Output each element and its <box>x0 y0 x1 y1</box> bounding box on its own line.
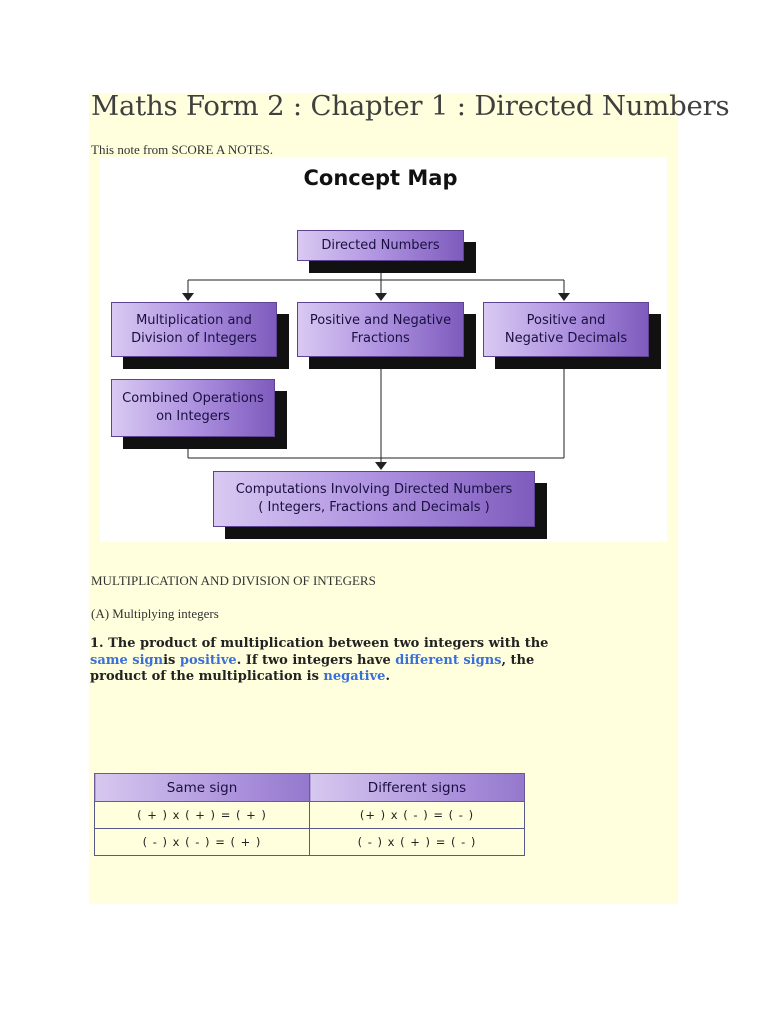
page-title: Maths Form 2 : Chapter 1 : Directed Numb… <box>91 90 730 122</box>
highlight-negative: negative <box>323 669 386 684</box>
table-cell: ( - ) x ( - ) = ( + ) <box>94 828 310 856</box>
arrowhead-computations <box>375 462 387 470</box>
node-positive-negative-decimals-label: Positive and Negative Decimals <box>504 312 628 346</box>
rule-text-part-2: is <box>163 652 180 668</box>
source-note: This note from SCORE A NOTES. <box>91 142 274 157</box>
table-cell: ( - ) x ( + ) = ( - ) <box>309 828 525 856</box>
multiplication-rule-text: 1. The product of multiplication between… <box>90 636 590 686</box>
highlight-different-signs: different signs <box>395 652 502 668</box>
node-combined-operations: Combined Operations on Integers <box>111 379 275 437</box>
node-multiplication-division-label: Multiplication and Division of Integers <box>131 312 257 346</box>
node-positive-negative-fractions: Positive and Negative Fractions <box>297 302 464 357</box>
arrowhead-multiplication <box>182 293 194 301</box>
subheading-multiplying-integers: (A) Multiplying integers <box>91 606 219 621</box>
node-computations: Computations Involving Directed Numbers … <box>213 471 535 527</box>
table-cell: (+ ) x ( - ) = ( - ) <box>309 801 525 829</box>
table-row: ( + ) x ( + ) = ( + ) (+ ) x ( - ) = ( -… <box>94 801 525 829</box>
section-heading: MULTIPLICATION AND DIVISION OF INTEGERS <box>91 573 376 588</box>
node-combined-operations-label: Combined Operations on Integers <box>122 391 264 424</box>
concept-map: Concept Map Directed Numbers Multiplicat… <box>100 157 667 542</box>
highlight-same-sign: same sign <box>90 652 164 668</box>
node-positive-negative-decimals: Positive and Negative Decimals <box>483 302 649 357</box>
column-header-same-sign: Same sign <box>94 773 310 802</box>
node-directed-numbers: Directed Numbers <box>297 230 464 261</box>
concept-map-title: Concept Map <box>303 166 458 190</box>
node-multiplication-division: Multiplication and Division of Integers <box>111 302 277 357</box>
sign-rules-table: Same sign Different signs ( + ) x ( + ) … <box>94 773 525 856</box>
arrowhead-decimals <box>558 293 570 301</box>
table-row: ( - ) x ( - ) = ( + ) ( - ) x ( + ) = ( … <box>94 828 525 856</box>
arrowhead-fractions <box>375 293 387 301</box>
rule-text-part-3: . If two integers have <box>236 652 396 668</box>
rule-text-part-1: 1. The product of multiplication between… <box>90 636 549 651</box>
table-header-row: Same sign Different signs <box>94 773 525 802</box>
node-computations-label: Computations Involving Directed Numbers … <box>235 482 513 515</box>
rule-text-part-4: , the product of the multiplication is <box>90 652 535 685</box>
table-cell: ( + ) x ( + ) = ( + ) <box>94 801 310 829</box>
column-header-different-signs: Different signs <box>309 773 525 802</box>
node-positive-negative-fractions-label: Positive and Negative Fractions <box>309 312 452 346</box>
concept-map-connectors <box>182 261 570 470</box>
node-directed-numbers-label: Directed Numbers <box>321 237 440 253</box>
rule-text-part-5: . <box>385 669 390 684</box>
highlight-positive: positive <box>179 652 237 668</box>
